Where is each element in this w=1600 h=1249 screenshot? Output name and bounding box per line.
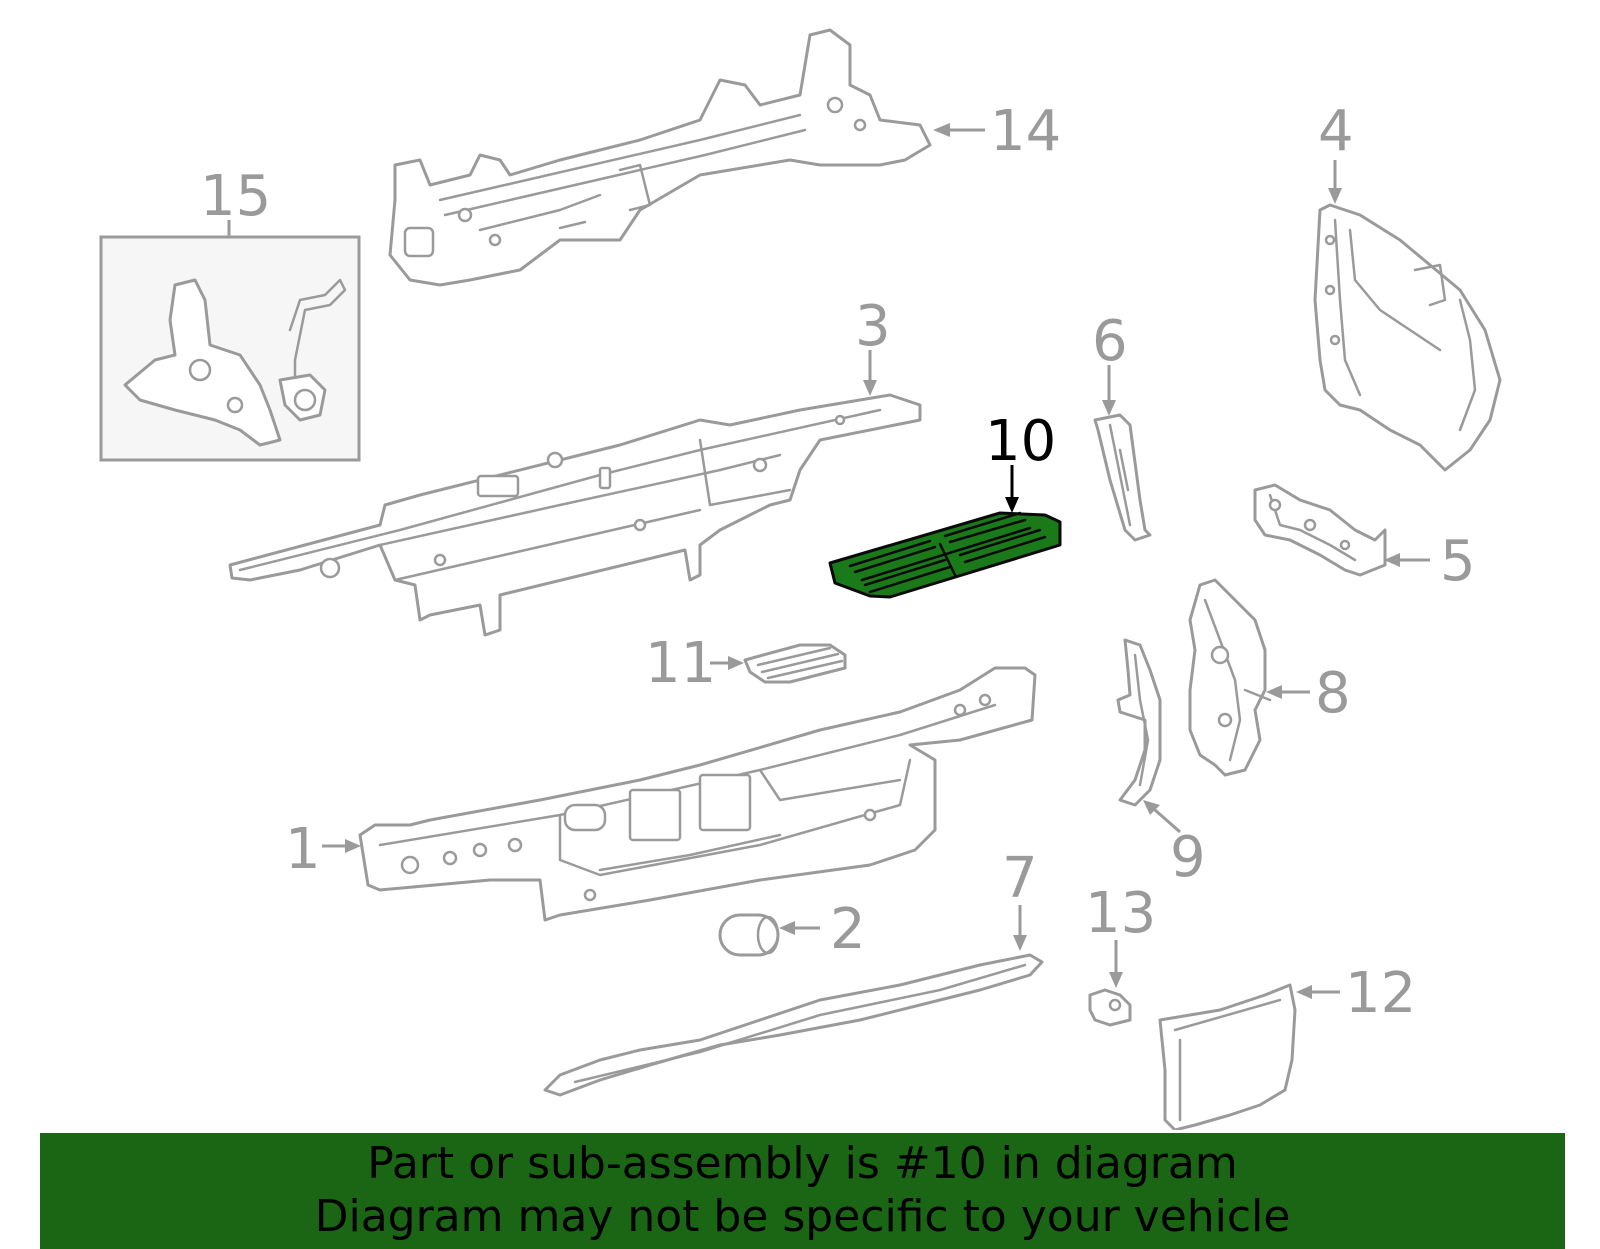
callout-15[interactable]: 15 bbox=[200, 164, 271, 229]
callout-5[interactable]: 5 bbox=[1440, 529, 1476, 594]
part-9-corner-trim[interactable] bbox=[1116, 638, 1162, 807]
part-4-side-panel[interactable] bbox=[1313, 203, 1502, 472]
part-8-bracket[interactable] bbox=[1188, 578, 1272, 777]
part-13-clip[interactable] bbox=[1088, 988, 1132, 1027]
callout-8[interactable]: 8 bbox=[1315, 661, 1351, 726]
callout-9[interactable]: 9 bbox=[1170, 825, 1206, 890]
part-15-inset[interactable] bbox=[99, 235, 361, 462]
callout-numbers: 14 15 3 4 6 10 5 11 8 9 1 2 7 13 12 bbox=[200, 99, 1476, 1026]
callout-leaders bbox=[227, 123, 1430, 999]
callout-13[interactable]: 13 bbox=[1085, 881, 1156, 946]
part-5-bracket[interactable] bbox=[1253, 483, 1387, 577]
callout-7[interactable]: 7 bbox=[1002, 846, 1038, 911]
part-6-brace[interactable] bbox=[1093, 413, 1152, 542]
callout-12[interactable]: 12 bbox=[1345, 961, 1416, 1026]
part-14-cross-member[interactable] bbox=[388, 28, 932, 287]
part-2-plug[interactable] bbox=[718, 913, 780, 957]
parts-diagram: 14 15 3 4 6 10 5 11 8 9 1 2 7 13 12 bbox=[99, 28, 1502, 1130]
part-11-small-pad[interactable] bbox=[743, 643, 847, 684]
callout-14[interactable]: 14 bbox=[990, 99, 1061, 164]
callout-1[interactable]: 1 bbox=[285, 817, 321, 882]
callout-11[interactable]: 11 bbox=[645, 631, 716, 696]
banner-line-1: Part or sub-assembly is #10 in diagram bbox=[367, 1138, 1238, 1189]
part-1-bumper[interactable] bbox=[358, 666, 1037, 922]
callout-3[interactable]: 3 bbox=[855, 294, 891, 359]
banner-line-2: Diagram may not be specific to your vehi… bbox=[314, 1191, 1291, 1242]
callout-2[interactable]: 2 bbox=[830, 897, 866, 962]
callout-6[interactable]: 6 bbox=[1092, 309, 1128, 374]
callout-10[interactable]: 10 bbox=[985, 409, 1056, 474]
part-10-step-pad[interactable] bbox=[828, 511, 1062, 599]
callout-4[interactable]: 4 bbox=[1318, 99, 1354, 164]
info-banner: Part or sub-assembly is #10 in diagram D… bbox=[40, 1133, 1565, 1249]
part-7-step-strip[interactable] bbox=[543, 953, 1044, 1097]
part-12-corner-cap[interactable] bbox=[1158, 983, 1297, 1130]
part-3-frame-member[interactable] bbox=[228, 393, 922, 637]
